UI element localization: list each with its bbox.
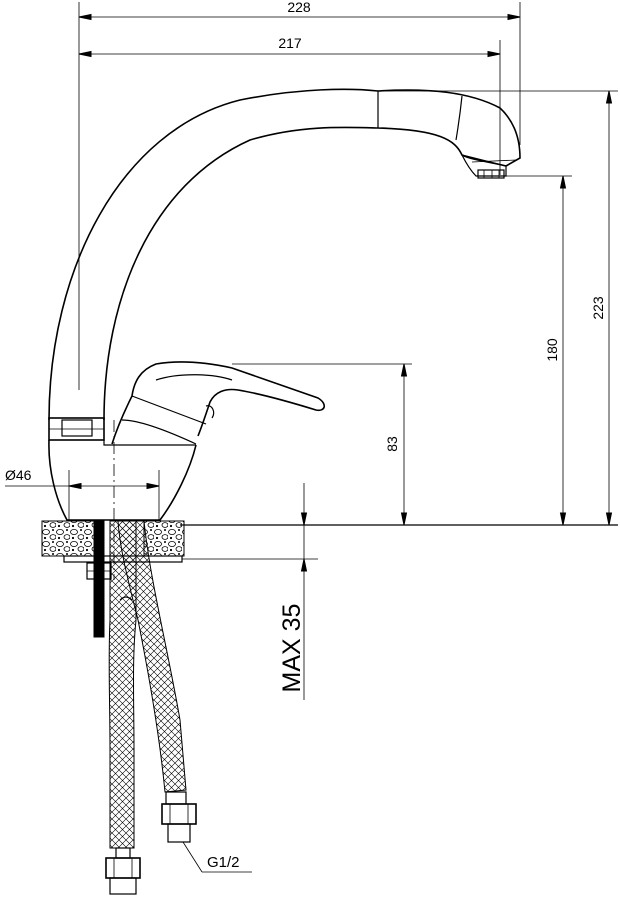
dimension-overall-height-label: 223 (590, 296, 606, 320)
dimension-spout-height-label: 180 (544, 338, 560, 362)
connection-thread-label: G1/2 (207, 854, 240, 871)
spout (48, 88, 521, 421)
dimension-max-deck-thickness: MAX 35 (278, 483, 308, 700)
dimension-lever-height: 83 (232, 363, 412, 526)
countertop-left (41, 520, 97, 557)
dimension-overall-height: 223 (378, 90, 618, 526)
lever-handle[interactable] (111, 361, 325, 445)
spout-collar (48, 417, 105, 441)
dimension-spout-reach: 217 (78, 35, 501, 175)
hose-right (117, 520, 197, 843)
dimension-base-diameter: Ø46 (5, 467, 160, 520)
hose-left (105, 520, 141, 895)
dimension-overall-reach-label: 228 (287, 0, 311, 15)
faucet-body (48, 439, 197, 521)
dimension-base-diameter-label: Ø46 (5, 467, 32, 483)
connection-thread-callout: G1/2 (182, 841, 252, 873)
countertop-right (143, 520, 185, 557)
dimension-spout-reach-label: 217 (278, 35, 302, 51)
dimension-lever-height-label: 83 (384, 436, 400, 452)
dimension-overall-reach: 228 (78, 0, 521, 390)
dimension-spout-height: 180 (505, 175, 572, 526)
dimension-max-deck-thickness-label: MAX 35 (278, 604, 306, 693)
